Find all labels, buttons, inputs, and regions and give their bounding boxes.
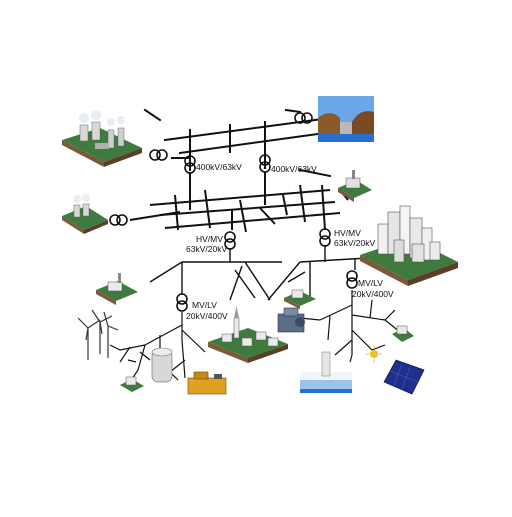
storage-tank-icon — [151, 347, 173, 383]
farm-house-left-icon — [96, 273, 138, 305]
transformer-mvlv-right — [346, 270, 358, 289]
village-icon — [208, 306, 288, 363]
label-400-63-left: 400kV/63kV — [196, 162, 242, 172]
industrial-machine-icon — [277, 307, 305, 333]
wind-turbines-icon — [77, 309, 119, 360]
house-bottom-left-icon — [120, 376, 144, 392]
diesel-generator-icon — [187, 371, 227, 395]
subtransmission-network — [129, 172, 349, 233]
label-hvmv-right-line1: HV/MV — [334, 228, 361, 238]
sun-icon — [366, 346, 382, 362]
label-hvmv-right-line2: 63kV/20kV — [334, 238, 376, 248]
distribution-network — [149, 245, 369, 301]
solar-panel-icon — [383, 359, 425, 395]
transformer-hvmv-left — [224, 231, 236, 250]
transformer-thermal-bottom — [109, 214, 128, 226]
thermal-plant-bottom-icon — [62, 194, 108, 234]
transformer-thermal-top — [149, 149, 168, 161]
city-district-icon — [360, 205, 458, 286]
hydro-dam-image — [318, 96, 374, 142]
thermal-plant-top-icon — [62, 110, 142, 167]
label-mvlv-right-line1: MV/LV — [358, 278, 383, 288]
farm-house-mid-icon — [284, 289, 316, 309]
label-400-63-right: 400kV/63kV — [271, 164, 317, 174]
label-hvmv-left-line2: 63kV/20kV — [186, 244, 228, 254]
house-right-icon — [392, 325, 414, 342]
label-mvlv-right-line2: 20kV/400V — [352, 289, 394, 299]
transformer-400-63-left — [184, 155, 196, 174]
label-mvlv-left-line1: MV/LV — [192, 300, 217, 310]
small-hydro-icon — [300, 351, 352, 394]
transformer-hydro — [294, 112, 313, 124]
transformer-hvmv-right — [319, 228, 331, 247]
industrial-site-icon — [338, 170, 372, 202]
transformer-400-63-right — [259, 154, 271, 173]
label-hvmv-left-line1: HV/MV — [196, 234, 223, 244]
label-mvlv-left-line2: 20kV/400V — [186, 311, 228, 321]
transformer-mvlv-left — [176, 293, 188, 312]
